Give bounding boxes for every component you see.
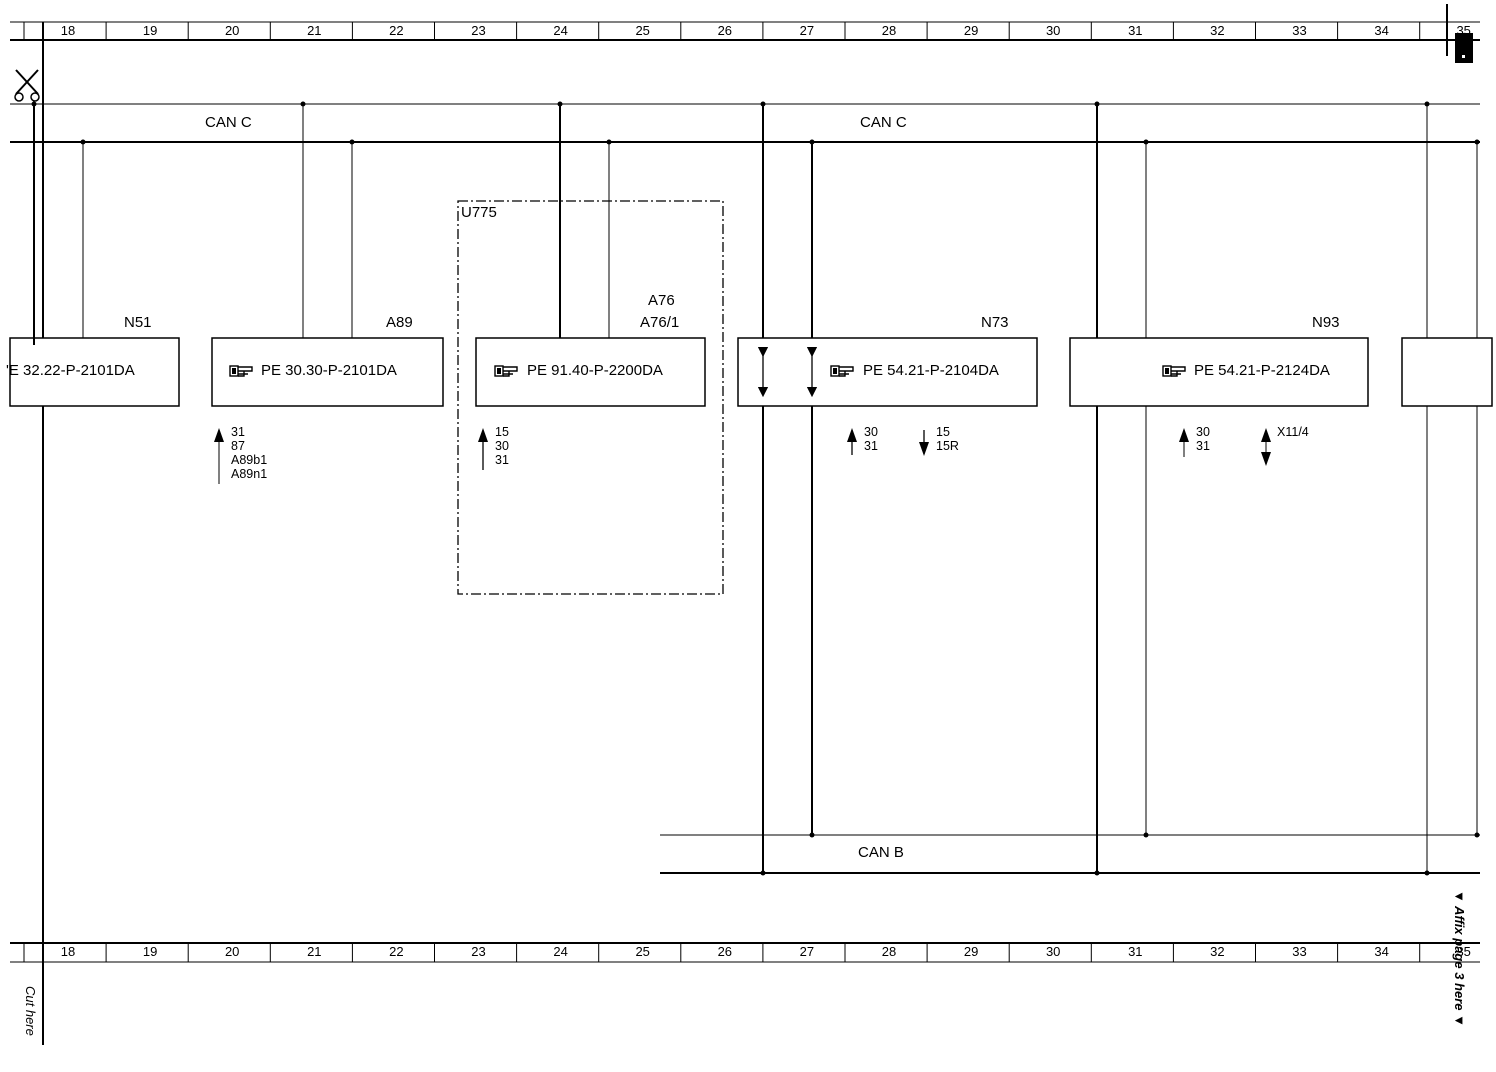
ruler-number: 34 (1374, 944, 1388, 959)
module-n93[interactable] (1069, 337, 1369, 407)
module-a76[interactable] (475, 337, 706, 407)
n73-out-list: 15 15R (936, 425, 959, 453)
module-n73[interactable] (737, 337, 1038, 407)
ruler-number: 19 (143, 23, 157, 38)
ruler-number: 27 (800, 944, 814, 959)
n93-bi-label: X11/4 (1277, 425, 1309, 439)
ruler-number: 32 (1210, 23, 1224, 38)
ruler-number: 27 (800, 23, 814, 38)
ruler-number: 24 (553, 23, 567, 38)
module-a89[interactable] (211, 337, 444, 407)
svg-text:15R: 15R (936, 439, 959, 453)
arrow-up-icon (847, 428, 857, 442)
ruler-number: 31 (1128, 23, 1142, 38)
can-c-label-right: CAN C (860, 114, 907, 131)
ruler-number: 25 (635, 23, 649, 38)
ruler-number: 26 (718, 23, 732, 38)
svg-text:A89n1: A89n1 (231, 467, 267, 481)
junction-dots (31, 101, 1480, 876)
arrow-down-icon (1261, 452, 1271, 466)
corner-marker-icon (1446, 4, 1473, 63)
can-b-bus (660, 834, 1480, 874)
ruler-number: 19 (143, 944, 157, 959)
module-n93-ref[interactable]: PE 54.21-P-2124DA (1194, 362, 1330, 379)
module-a76-ref[interactable]: PE 91.40-P-2200DA (527, 362, 663, 379)
ruler-number: 28 (882, 23, 896, 38)
u775-group-outline (457, 200, 724, 595)
arrow-up-icon (1179, 428, 1189, 442)
can-b-label: CAN B (858, 844, 904, 861)
arrow-up-icon (478, 428, 488, 442)
svg-text:31: 31 (495, 453, 509, 467)
module-n51-ref[interactable]: 'E 32.22-P-2101DA (6, 362, 135, 379)
ruler-number: 21 (307, 944, 321, 959)
ruler-number: 29 (964, 944, 978, 959)
n73-in-list: 30 31 (864, 425, 878, 453)
bottom-ruler: 18 19 20 21 22 23 24 25 26 27 28 29 30 31 32 33 34 35 (10, 942, 1480, 963)
ruler-number: 31 (1128, 944, 1142, 959)
can-c-bus (10, 103, 1480, 143)
ruler-number: 30 (1046, 23, 1060, 38)
ruler-number: 32 (1210, 944, 1224, 959)
module-n51-code: N51 (124, 314, 152, 331)
ruler-number: 20 (225, 23, 239, 38)
ruler-number: 29 (964, 23, 978, 38)
ruler-number: 33 (1292, 23, 1306, 38)
ruler-number: 23 (471, 944, 485, 959)
ruler-number: 26 (718, 944, 732, 959)
u775-label: U775 (461, 204, 497, 221)
ruler-number: 18 (61, 944, 75, 959)
svg-text:30: 30 (495, 439, 509, 453)
affix-page-label: ▼ Affix page 3 here ▼ (1452, 890, 1467, 1027)
scissors-icon (14, 69, 40, 102)
cut-here-label: Cut here (23, 986, 38, 1036)
svg-text:A89b1: A89b1 (231, 453, 267, 467)
svg-text:30: 30 (1196, 425, 1210, 439)
svg-text:31: 31 (231, 425, 245, 439)
ruler-number: 20 (225, 944, 239, 959)
svg-text:31: 31 (864, 439, 878, 453)
ruler-number: 34 (1374, 23, 1388, 38)
a89-signal-list: 31 87 A89b1 A89n1 (231, 425, 267, 481)
svg-text:30: 30 (864, 425, 878, 439)
module-partial-right[interactable] (1401, 337, 1493, 407)
ruler-number: 18 (61, 23, 75, 38)
module-n73-ref[interactable]: PE 54.21-P-2104DA (863, 362, 999, 379)
svg-text:15: 15 (936, 425, 950, 439)
ruler-number: 25 (635, 944, 649, 959)
wires (33, 104, 1478, 873)
arrow-up-icon (214, 428, 224, 442)
ruler-number: 30 (1046, 944, 1060, 959)
module-n51[interactable] (9, 337, 180, 407)
svg-text:31: 31 (1196, 439, 1210, 453)
arrow-down-icon (919, 442, 929, 456)
module-a76-code: A76 (648, 292, 675, 309)
ruler-number: 33 (1292, 944, 1306, 959)
module-a76-1-code: A76/1 (640, 314, 679, 331)
module-a89-ref[interactable]: PE 30.30-P-2101DA (261, 362, 397, 379)
ruler-number: 22 (389, 23, 403, 38)
can-c-label-left: CAN C (205, 114, 252, 131)
ruler-number: 24 (553, 944, 567, 959)
module-n73-code: N73 (981, 314, 1009, 331)
module-a89-code: A89 (386, 314, 413, 331)
ruler-number: 35 (1456, 944, 1470, 959)
ruler-number: 28 (882, 944, 896, 959)
module-n93-code: N93 (1312, 314, 1340, 331)
arrow-up-icon (1261, 428, 1271, 442)
ruler-number: 23 (471, 23, 485, 38)
svg-text:87: 87 (231, 439, 245, 453)
svg-text:15: 15 (495, 425, 509, 439)
a76-signal-list: 15 30 31 (495, 425, 509, 467)
n93-in-list: 30 31 (1196, 425, 1210, 453)
ruler-number: 21 (307, 23, 321, 38)
ruler-number: 22 (389, 944, 403, 959)
